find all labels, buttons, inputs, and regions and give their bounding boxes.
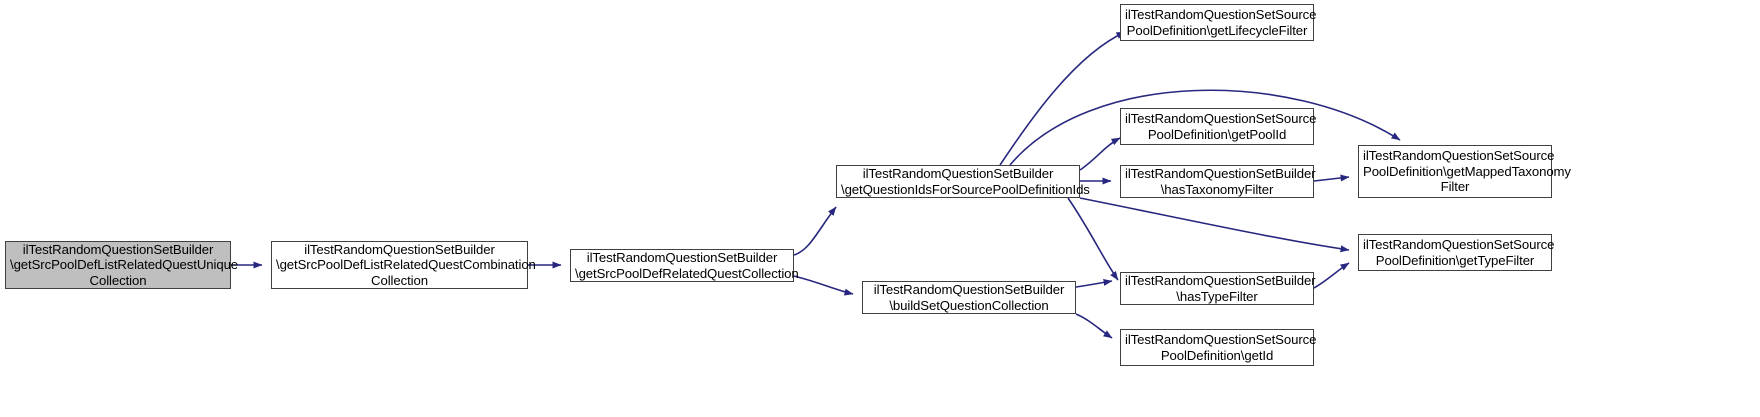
graph-edge bbox=[1075, 313, 1113, 339]
graph-node[interactable]: ilTestRandomQuestionSetSource PoolDefini… bbox=[1120, 4, 1317, 41]
graph-node-label: ilTestRandomQuestionSetBuilder \hasTaxon… bbox=[1125, 166, 1316, 197]
graph-edge bbox=[1313, 174, 1350, 182]
graph-node-label: ilTestRandomQuestionSetSource PoolDefini… bbox=[1363, 148, 1571, 195]
graph-node-label: ilTestRandomQuestionSetSource PoolDefini… bbox=[1125, 111, 1317, 142]
graph-edge bbox=[1075, 278, 1113, 288]
graph-node[interactable]: ilTestRandomQuestionSetSource PoolDefini… bbox=[1120, 329, 1317, 366]
graph-node-label: ilTestRandomQuestionSetBuilder \getSrcPo… bbox=[276, 241, 536, 288]
graph-node-label: ilTestRandomQuestionSetBuilder \buildSet… bbox=[873, 282, 1065, 313]
graph-edge bbox=[1009, 89, 1401, 166]
graph-node-label: ilTestRandomQuestionSetSource PoolDefini… bbox=[1125, 332, 1317, 363]
graph-edge bbox=[793, 206, 837, 256]
graph-node-label: ilTestRandomQuestionSetSource PoolDefini… bbox=[1363, 237, 1555, 268]
graph-edge bbox=[999, 31, 1126, 166]
graph-edge bbox=[1079, 197, 1350, 253]
graph-node-label: ilTestRandomQuestionSetBuilder \getSrcPo… bbox=[575, 250, 799, 281]
graph-edge bbox=[1313, 262, 1350, 289]
graph-node-label: ilTestRandomQuestionSetBuilder \getSrcPo… bbox=[10, 241, 239, 288]
graph-node[interactable]: ilTestRandomQuestionSetSource PoolDefini… bbox=[1358, 234, 1555, 271]
graph-node-label: ilTestRandomQuestionSetSource PoolDefini… bbox=[1125, 7, 1317, 38]
graph-node[interactable]: ilTestRandomQuestionSetBuilder \buildSet… bbox=[862, 281, 1076, 314]
graph-node[interactable]: ilTestRandomQuestionSetBuilder \hasTypeF… bbox=[1120, 272, 1316, 305]
graph-node[interactable]: ilTestRandomQuestionSetSource PoolDefini… bbox=[1358, 145, 1571, 198]
graph-node[interactable]: ilTestRandomQuestionSetBuilder \hasTaxon… bbox=[1120, 165, 1316, 198]
graph-edge bbox=[1079, 137, 1121, 171]
graph-node[interactable]: ilTestRandomQuestionSetBuilder \getSrcPo… bbox=[271, 241, 536, 289]
graph-node[interactable]: ilTestRandomQuestionSetBuilder \getSrcPo… bbox=[570, 249, 799, 282]
graph-node[interactable]: ilTestRandomQuestionSetBuilder \getQuest… bbox=[836, 165, 1090, 198]
graph-node-label: ilTestRandomQuestionSetBuilder \hasTypeF… bbox=[1125, 273, 1316, 304]
graph-node[interactable]: ilTestRandomQuestionSetSource PoolDefini… bbox=[1120, 108, 1317, 145]
graph-edge bbox=[1067, 197, 1119, 281]
edge-layer bbox=[231, 31, 1401, 339]
graph-node-label: ilTestRandomQuestionSetBuilder \getQuest… bbox=[841, 166, 1090, 197]
graph-edge bbox=[793, 275, 854, 296]
graph-node[interactable]: ilTestRandomQuestionSetBuilder \getSrcPo… bbox=[5, 241, 239, 289]
